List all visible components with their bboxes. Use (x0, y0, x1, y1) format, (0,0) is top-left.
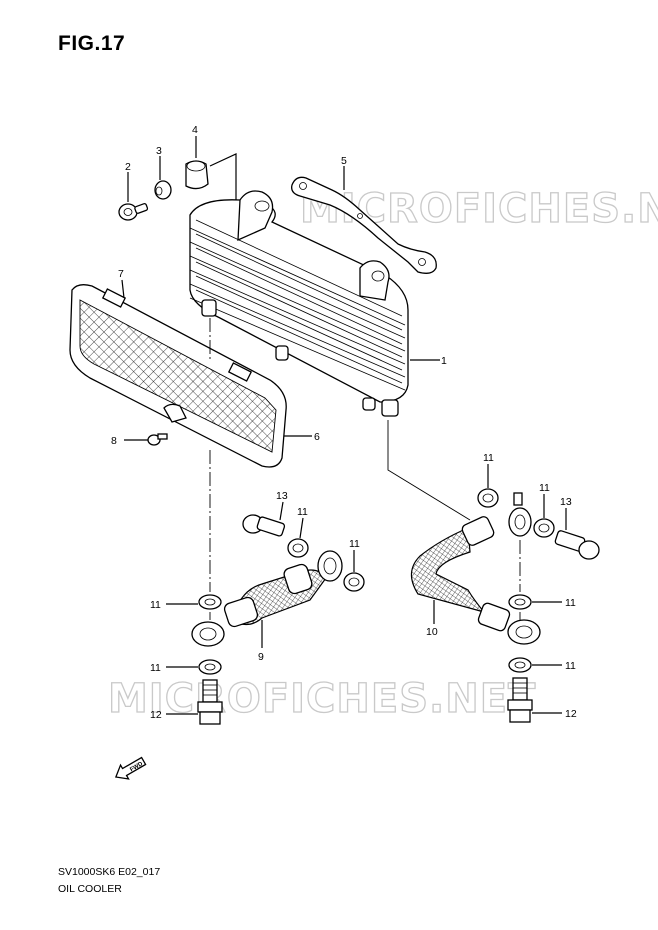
bolt-2 (118, 203, 149, 221)
callout-1: 1 (441, 355, 447, 367)
callout-11: 11 (565, 660, 576, 672)
gaskets (198, 488, 555, 675)
bracket (291, 176, 437, 274)
cover-screen (69, 284, 287, 468)
union-bolt-right (554, 530, 600, 560)
callout-11: 11 (150, 599, 161, 611)
callout-11: 11 (150, 662, 161, 674)
figure-title: FIG.17 (58, 32, 126, 55)
watermark-bottom: MICROFICHES.NET (108, 676, 536, 722)
callout-11: 11 (297, 506, 308, 518)
leader-lines (121, 136, 567, 715)
callout-11: 11 (483, 452, 494, 464)
bolt-12-left (197, 679, 223, 725)
callout-13: 13 (560, 496, 572, 508)
collar-3 (154, 180, 172, 200)
hose-right (410, 492, 541, 645)
callout-8: 8 (111, 435, 117, 447)
callout-6: 6 (314, 431, 320, 443)
callout-11: 11 (565, 597, 576, 609)
cushion-4 (185, 160, 209, 190)
screw-8 (147, 433, 168, 446)
callout-12: 12 (565, 708, 577, 720)
callout-2: 2 (125, 161, 131, 173)
callout-11: 11 (349, 538, 360, 550)
fwd-arrow-icon: FWD (114, 756, 147, 780)
callout-13: 13 (276, 490, 288, 502)
bolt-12-right (507, 677, 533, 723)
callout-5: 5 (341, 155, 347, 167)
hose-left (191, 550, 343, 647)
callout-4: 4 (192, 124, 198, 136)
callout-9: 9 (258, 651, 264, 663)
diagram-code: SV1000SK6 E02_017 (58, 866, 161, 878)
union-bolt-left (242, 514, 286, 537)
callout-7: 7 (118, 268, 124, 280)
callout-3: 3 (156, 145, 162, 157)
oil-cooler-core (189, 190, 409, 417)
callout-10: 10 (426, 626, 438, 638)
callout-12: 12 (150, 709, 162, 721)
callout-11: 11 (539, 482, 550, 494)
diagram-name: OIL COOLER (58, 883, 122, 895)
